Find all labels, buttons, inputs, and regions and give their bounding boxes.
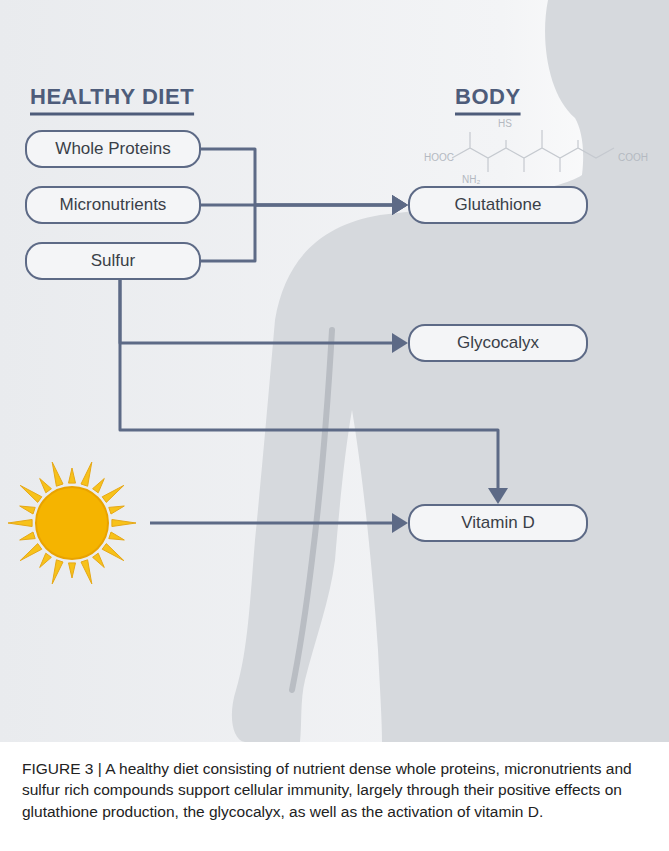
sun-ray [20,506,36,514]
chemical-label: COOH [618,152,648,163]
heading-underline [30,113,194,116]
sun-ray [109,532,125,540]
sun-ray [52,560,63,584]
sun-ray [112,520,136,527]
sunlight-arrowhead [392,513,408,533]
box-label: Vitamin D [461,513,534,533]
sun-ray [20,485,42,502]
connector-arrow [201,195,408,261]
sun-ray [69,468,76,483]
sun-ray [93,553,105,567]
glutathione-structure [452,130,614,172]
box-label: Glutathione [455,195,542,215]
sun-ray [20,544,42,561]
rounded-box: Vitamin D [408,504,588,542]
connector-arrow [120,280,508,504]
sun-ray [81,462,92,486]
sun-ray [40,479,52,493]
sun-ray [109,506,125,514]
arrowhead [392,333,408,353]
connector-line [120,280,396,343]
box-label: Whole Proteins [55,139,170,159]
arrowhead [392,195,408,215]
sun-ray [102,485,124,502]
figure-caption: FIGURE 3 | A healthy diet consisting of … [22,758,650,822]
sun-ray [102,544,124,561]
chemical-label: HOOC [424,152,454,163]
box-label: Glycocalyx [457,333,539,353]
figure-ground [0,0,669,742]
connector-line [120,280,498,492]
box-label: Sulfur [91,251,135,271]
connector-line [201,149,396,205]
sun-icon [8,462,136,584]
rounded-box: Glutathione [408,186,588,224]
column-heading: BODY [455,84,521,110]
sun-ray [20,532,36,540]
sun-ray [8,520,32,527]
connector-arrow [120,280,408,353]
arm-shading [292,330,332,690]
sunlight-arrow [150,522,396,525]
arrowhead [392,195,408,215]
column-heading: HEALTHY DIET [30,84,194,110]
sun-ray [52,462,63,486]
sun-ray [93,479,105,493]
human-silhouette [232,0,669,742]
box-label: Micronutrients [60,195,167,215]
rounded-box: Micronutrients [25,186,201,224]
chemical-label: NH₂ [462,174,480,185]
arrowhead [488,488,508,504]
chemical-label: HS [498,118,512,129]
connector-line [201,205,396,261]
sun-ray [81,560,92,584]
sun-ray [40,553,52,567]
sun-ray [69,563,76,578]
arrowhead [392,195,408,215]
heading-underline [455,113,521,116]
rounded-box: Glycocalyx [408,324,588,362]
rounded-box: Whole Proteins [25,130,201,168]
rounded-box: Sulfur [25,242,201,280]
